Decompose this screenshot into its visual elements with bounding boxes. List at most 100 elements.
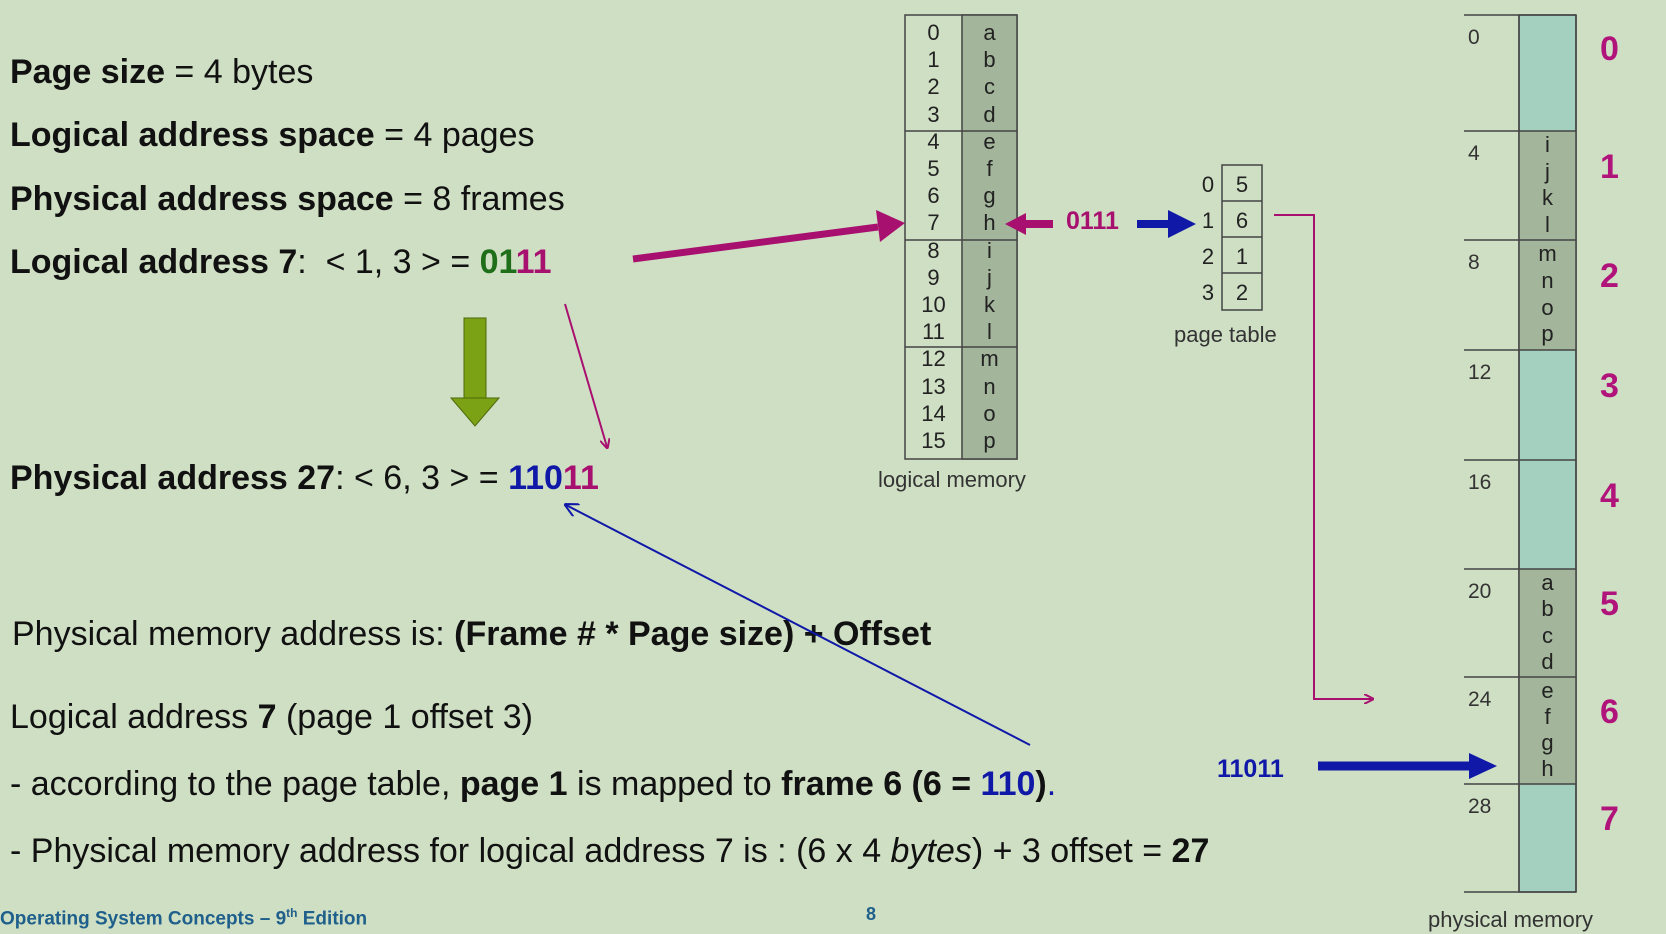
formula-prefix: Physical memory address is: <box>12 615 455 653</box>
frame-6-content-3: h <box>1541 756 1554 782</box>
logical-address-7: 7 <box>927 210 940 236</box>
footer-title: Operating System Concepts – 9th Edition <box>0 906 367 930</box>
physical-address-mid: : < 6, 3 > = <box>335 459 509 497</box>
page-table-page-3: 3 <box>1201 280 1215 305</box>
la7-text-b: 7 <box>257 698 277 736</box>
page-table-frame-1: 6 <box>1235 208 1249 233</box>
page-number: 8 <box>866 904 877 924</box>
logical-address-to-memory-arrow <box>632 223 879 263</box>
logical-content-8: i <box>987 237 992 263</box>
frame-1-content-2: k <box>1542 185 1553 211</box>
physical-address-space-value: = 8 frames <box>393 180 565 218</box>
frame-1-content-1: j <box>1545 158 1550 184</box>
physical-address-line: Physical address 27: < 6, 3 > = 11011 <box>10 459 599 498</box>
logical-address-14: 14 <box>921 400 946 426</box>
logical-memory-caption: logical memory <box>878 467 1026 492</box>
frame-2-fill <box>1519 240 1576 350</box>
logical-content-15: p <box>983 428 996 453</box>
logical-content-13: n <box>983 373 996 399</box>
logical-address-4: 4 <box>927 128 940 154</box>
logical-content-3: d <box>983 101 996 127</box>
logical-address-mid: : < 1, 3 > = <box>297 243 480 281</box>
11011-to-frame-arrowhead <box>1469 753 1497 779</box>
frame-address-6: 24 <box>1468 688 1492 711</box>
logical-address-9: 9 <box>927 264 940 290</box>
step1-f: ) <box>1035 765 1047 803</box>
page-table-frame-0: 5 <box>1235 172 1249 197</box>
step1-d: frame 6 (6 = <box>781 765 981 803</box>
logical-memory-content-column <box>961 14 1018 460</box>
step2-line: - Physical memory address for logical ad… <box>10 832 1209 871</box>
logical-content-10: k <box>984 292 995 317</box>
frame-number-7: 7 <box>1600 800 1619 838</box>
0111-to-page-table-arrowhead <box>1168 210 1196 238</box>
frame-number-1: 1 <box>1600 147 1619 186</box>
frame-1-content-3: l <box>1545 211 1550 237</box>
frame-1-content-0: i <box>1545 132 1550 157</box>
step1-line: - according to the page table, page 1 is… <box>10 765 1056 804</box>
logical-address-13: 13 <box>921 373 946 399</box>
logical-address-0: 0 <box>927 20 940 45</box>
physical-address-offset-bits: 11 <box>562 459 599 497</box>
page-table-frame-3: 2 <box>1235 280 1249 305</box>
frame-address-4: 16 <box>1468 471 1492 494</box>
formula-bold: (Frame # * Page size) + Offset <box>454 615 932 653</box>
frame-number-4: 4 <box>1600 476 1619 515</box>
frame-5-content-0: a <box>1541 570 1554 595</box>
frame-2-content-3: p <box>1541 321 1554 347</box>
step1-g: . <box>1046 765 1057 803</box>
formula-line: Physical memory address is: (Frame # * P… <box>12 615 931 654</box>
frame-number-3: 3 <box>1600 367 1619 405</box>
logical-address-line: Logical address 7: < 1, 3 > = 0111 <box>10 243 552 282</box>
offset-copy-arrow <box>564 303 607 447</box>
logical-content-4: e <box>983 128 996 154</box>
logical-content-1: b <box>983 47 996 73</box>
physical-memory-caption: physical memory <box>1428 907 1594 932</box>
frame-number-6: 6 <box>1600 692 1619 731</box>
logical-address-11: 11 <box>922 319 945 345</box>
logical-address-10: 10 <box>921 292 946 317</box>
step2-c: ) + 3 offset = <box>971 832 1172 870</box>
frame-2-content-0: m <box>1538 241 1557 266</box>
logical-address-12: 12 <box>921 346 946 372</box>
logical-content-5: f <box>986 156 993 181</box>
logical-content-6: g <box>983 183 996 209</box>
logical-content-14: o <box>983 400 996 426</box>
logical-address-5: 5 <box>927 156 940 181</box>
physical-address-frame-bits: 110 <box>508 459 563 497</box>
frame-address-1: 4 <box>1468 142 1480 165</box>
frame-address-7: 28 <box>1468 795 1492 818</box>
frame-2-content-1: n <box>1541 267 1554 293</box>
step2-a: - Physical memory address for logical ad… <box>10 832 891 870</box>
logical-address-space-line: Logical address space = 4 pages <box>10 116 534 155</box>
frame-address-5: 20 <box>1468 580 1492 603</box>
logical-memory <box>904 14 1018 460</box>
frame-address-2: 8 <box>1468 251 1480 274</box>
logical-address-15: 15 <box>921 428 946 453</box>
logical-address-7-line: Logical address 7 (page 1 offset 3) <box>10 698 533 737</box>
frame-6-content-0: e <box>1541 678 1554 703</box>
step1-e: 110 <box>980 765 1036 803</box>
step1-a: - according to the page table, <box>10 765 460 803</box>
frame-bits-arrow <box>566 505 1031 746</box>
logical-address-page-bits: 01 <box>479 243 516 281</box>
step1-b: page 1 <box>459 765 568 803</box>
step2-d: 27 <box>1171 832 1210 870</box>
logical-address-8: 8 <box>927 237 940 263</box>
label-11011: 11011 <box>1217 755 1284 783</box>
frame-5-content-3: d <box>1541 649 1554 675</box>
page-table-page-1: 1 <box>1201 208 1215 233</box>
page-table-page-2: 2 <box>1201 244 1215 269</box>
logical-content-7: h <box>983 210 996 236</box>
logical-content-9: j <box>987 264 992 290</box>
frame-6-fill <box>1519 677 1576 784</box>
page-table-page-0: 0 <box>1201 172 1215 197</box>
physical-address-space-label: Physical address space <box>10 180 394 218</box>
frame-number-5: 5 <box>1600 585 1619 623</box>
physical-memory <box>1464 14 1577 893</box>
frame-5-content-2: c <box>1542 622 1553 648</box>
frame-number-2: 2 <box>1600 257 1619 295</box>
logical-address-offset-bits: 11 <box>515 243 552 281</box>
frame-5-content-1: b <box>1541 596 1554 622</box>
